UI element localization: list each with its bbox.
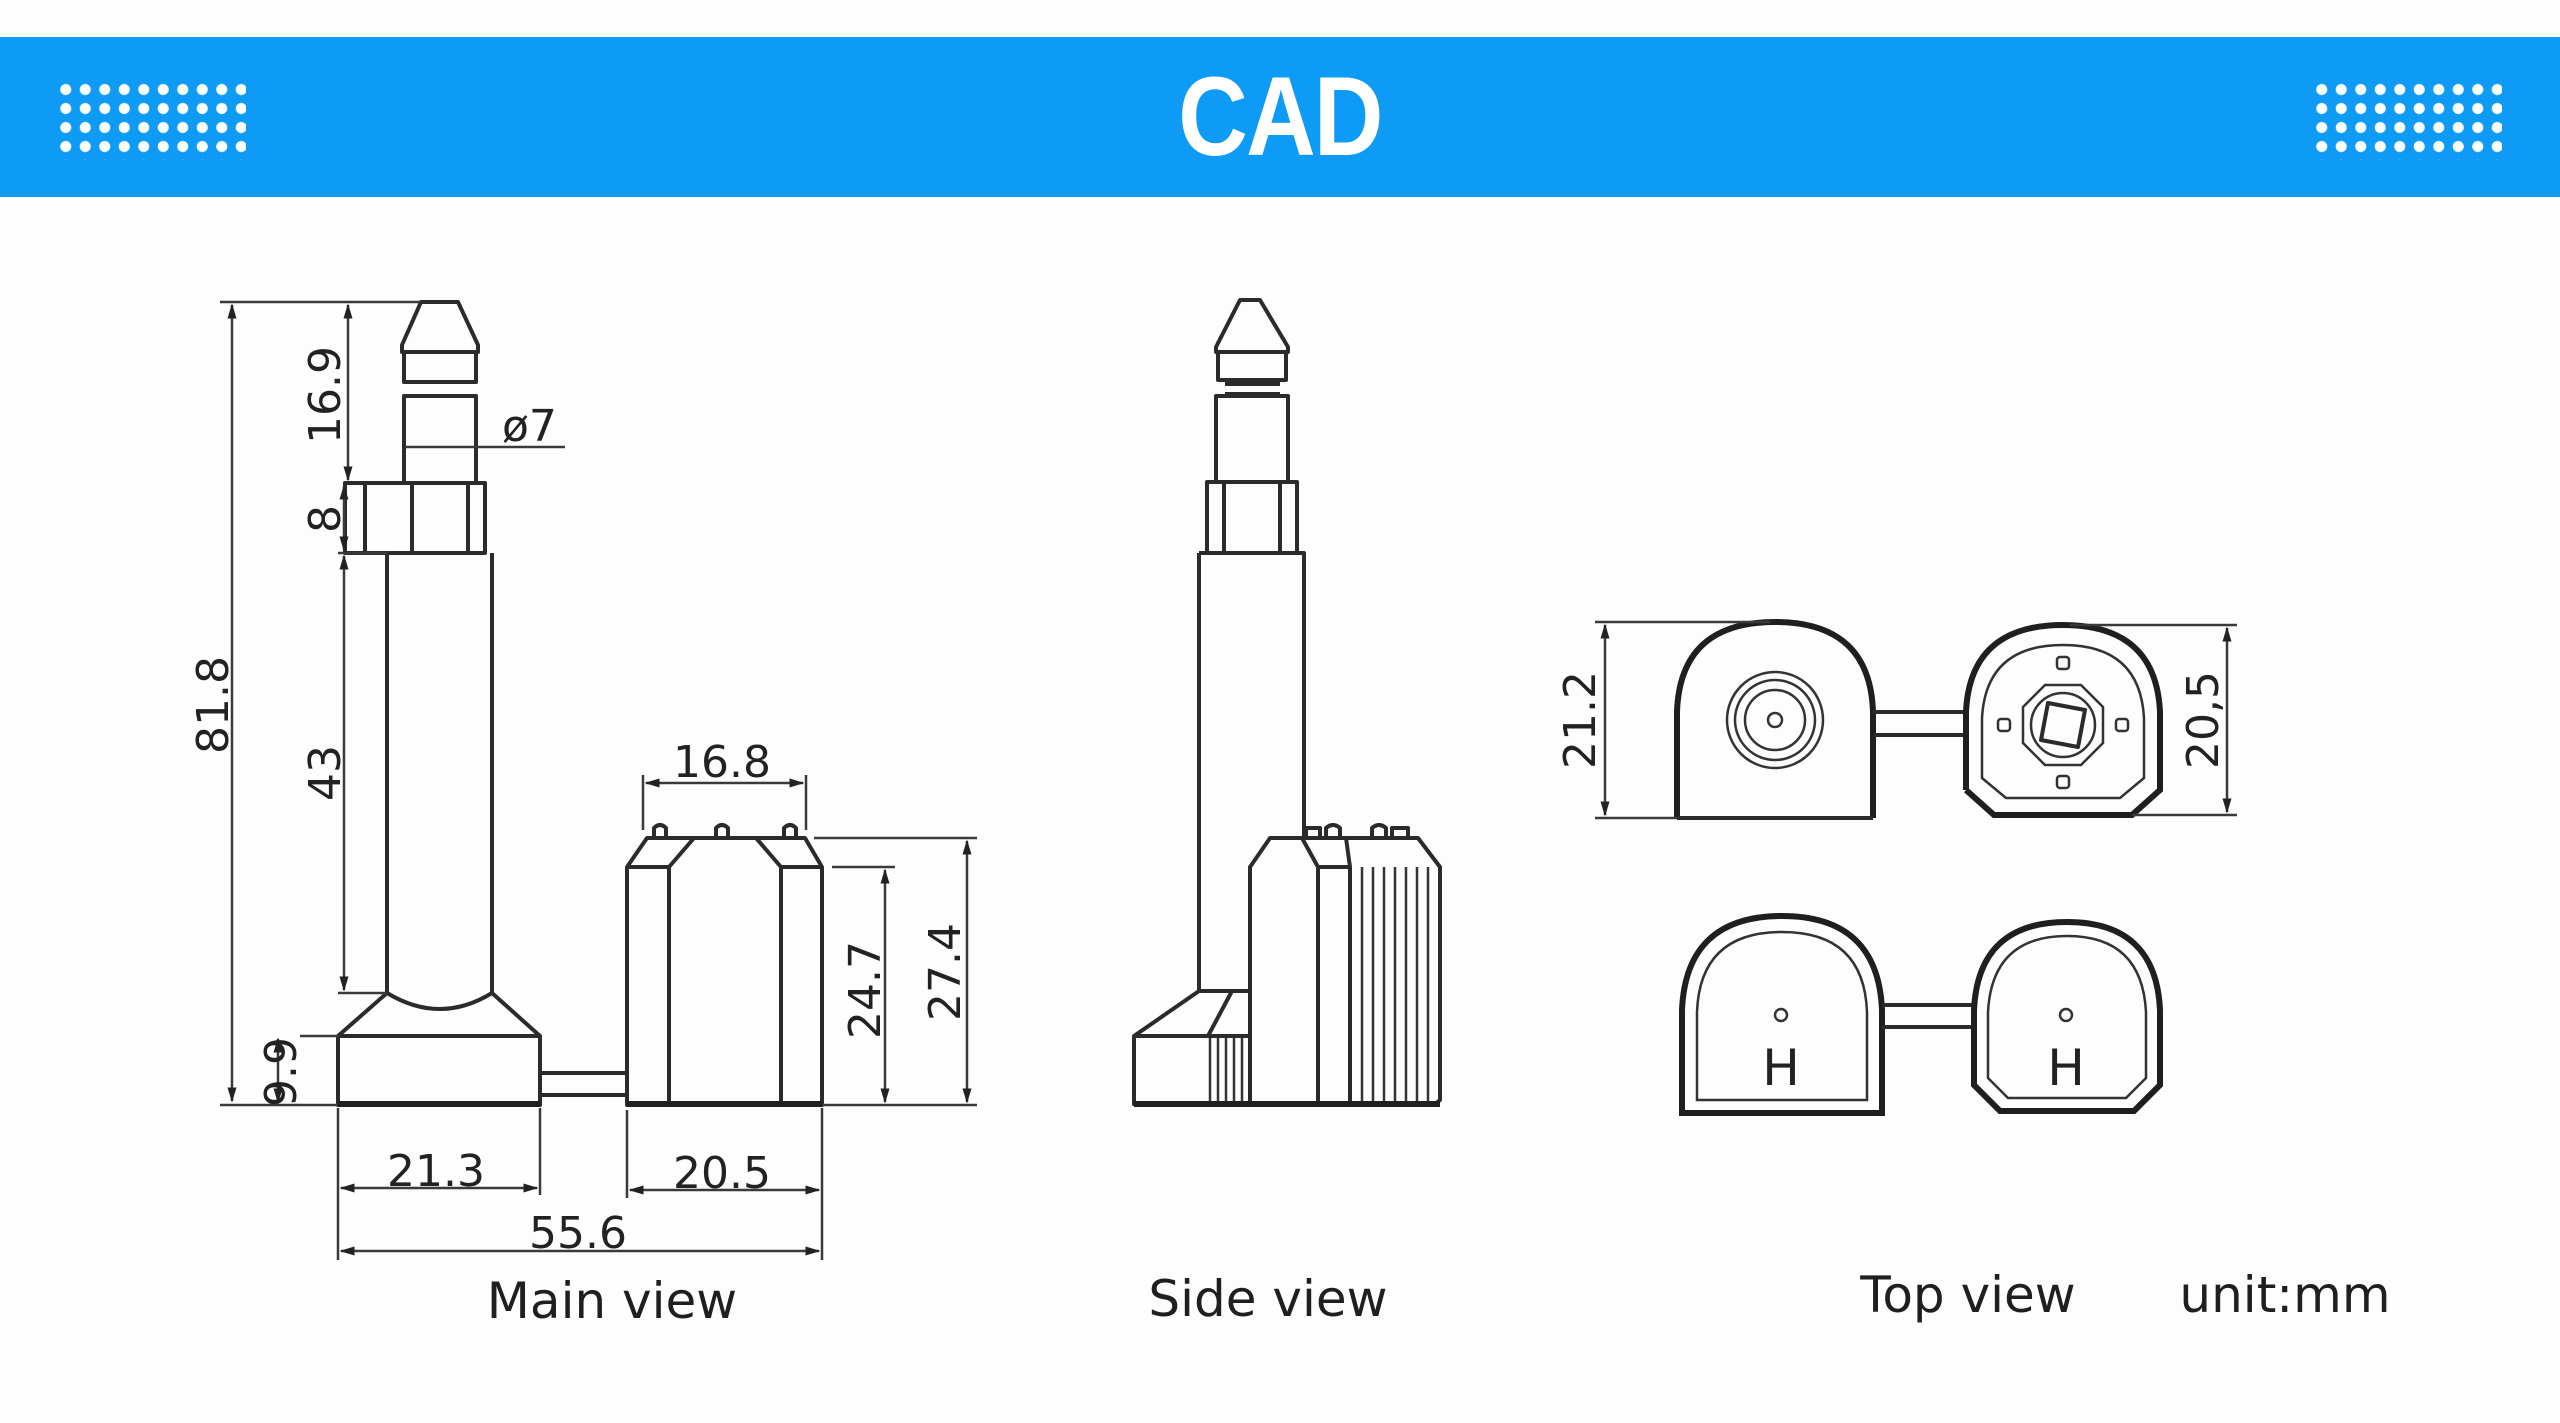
dot-grid-icon	[56, 80, 246, 160]
top-view-lower: H H	[1679, 912, 2163, 1116]
side-view-label: Side view	[1148, 1270, 1387, 1328]
dim-lock-top-width: 16.8	[673, 737, 771, 788]
top-view: 21.2 20,5 H H Top view	[1555, 618, 2237, 1324]
dim-tip-diameter: ø7	[502, 401, 557, 452]
side-view: Side view	[1132, 298, 1442, 1328]
main-view-label: Main view	[487, 1272, 737, 1330]
connector-bar	[540, 1071, 627, 1097]
dim-base-width: 21.3	[387, 1146, 485, 1197]
header-banner: CAD	[0, 37, 2560, 197]
main-view: 81.8 16.9 ø7 8 43 9.9 16.8 24.7 27.4 21.…	[188, 300, 977, 1330]
lock-body	[625, 823, 824, 1107]
bolt-pin	[336, 300, 542, 1107]
dim-total-width: 55.6	[529, 1208, 627, 1259]
dim-lock-width: 20.5	[673, 1148, 771, 1199]
marking-h-right: H	[2047, 1039, 2085, 1097]
dot-grid-icon	[2312, 80, 2502, 160]
dim-lock-inner-height: 24.7	[840, 941, 891, 1039]
dim-top-left-height: 21.2	[1555, 671, 1606, 769]
top-view-upper: 21.2 20,5	[1555, 618, 2237, 820]
page-title: CAD	[1178, 54, 1383, 179]
dimension-lines	[220, 300, 977, 1260]
dim-collar-height: 8	[300, 505, 351, 533]
dim-shaft-height: 43	[300, 745, 351, 801]
dim-lock-height: 27.4	[920, 923, 971, 1021]
marking-h-left: H	[1762, 1039, 1800, 1097]
dim-total-height: 81.8	[188, 656, 239, 754]
top-view-label: Top view	[1859, 1266, 2075, 1324]
dim-base-height: 9.9	[256, 1037, 307, 1107]
dim-top-right-height: 20,5	[2178, 671, 2229, 769]
unit-label: unit:mm	[2179, 1266, 2390, 1324]
dim-tip-height: 16.9	[300, 346, 351, 444]
